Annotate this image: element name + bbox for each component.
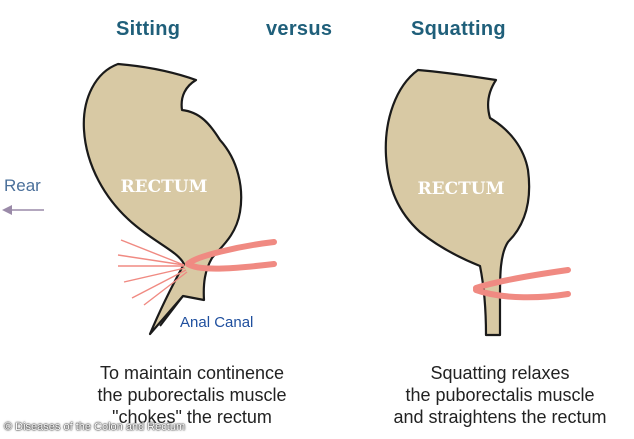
rear-label: Rear <box>4 176 41 195</box>
caption-sitting-line: "chokes" the rectum <box>112 407 272 427</box>
pressure-rays <box>117 239 188 306</box>
caption-squatting-line: and straightens the rectum <box>393 407 607 427</box>
anal-canal-line <box>159 295 184 327</box>
rectum-sitting-shape <box>82 62 243 336</box>
caption-sitting-line: the puborectalis muscle <box>97 385 287 405</box>
sitting-header: Sitting <box>116 18 181 40</box>
caption-sitting: To maintain continence the puborectalis … <box>22 362 362 428</box>
puborectalis-muscle-sitting <box>185 239 277 272</box>
caption-squatting: Squatting relaxes the puborectalis muscl… <box>350 362 634 428</box>
caption-squatting-line: Squatting relaxes <box>430 363 570 383</box>
rear-arrow-icon <box>2 205 44 215</box>
rectum-label-squatting: RECTUM <box>418 179 505 199</box>
caption-squatting-line: the puborectalis muscle <box>405 385 595 405</box>
rectum-label-sitting: RECTUM <box>121 177 208 197</box>
puborectalis-muscle-squatting <box>473 267 571 301</box>
caption-sitting-line: To maintain continence <box>99 363 285 383</box>
squatting-header: Squatting <box>411 18 506 40</box>
versus-header: versus <box>266 18 333 40</box>
image-credit: © Diseases of the Colon and Rectum <box>4 421 186 433</box>
anal-canal-label: Anal Canal <box>180 314 254 331</box>
